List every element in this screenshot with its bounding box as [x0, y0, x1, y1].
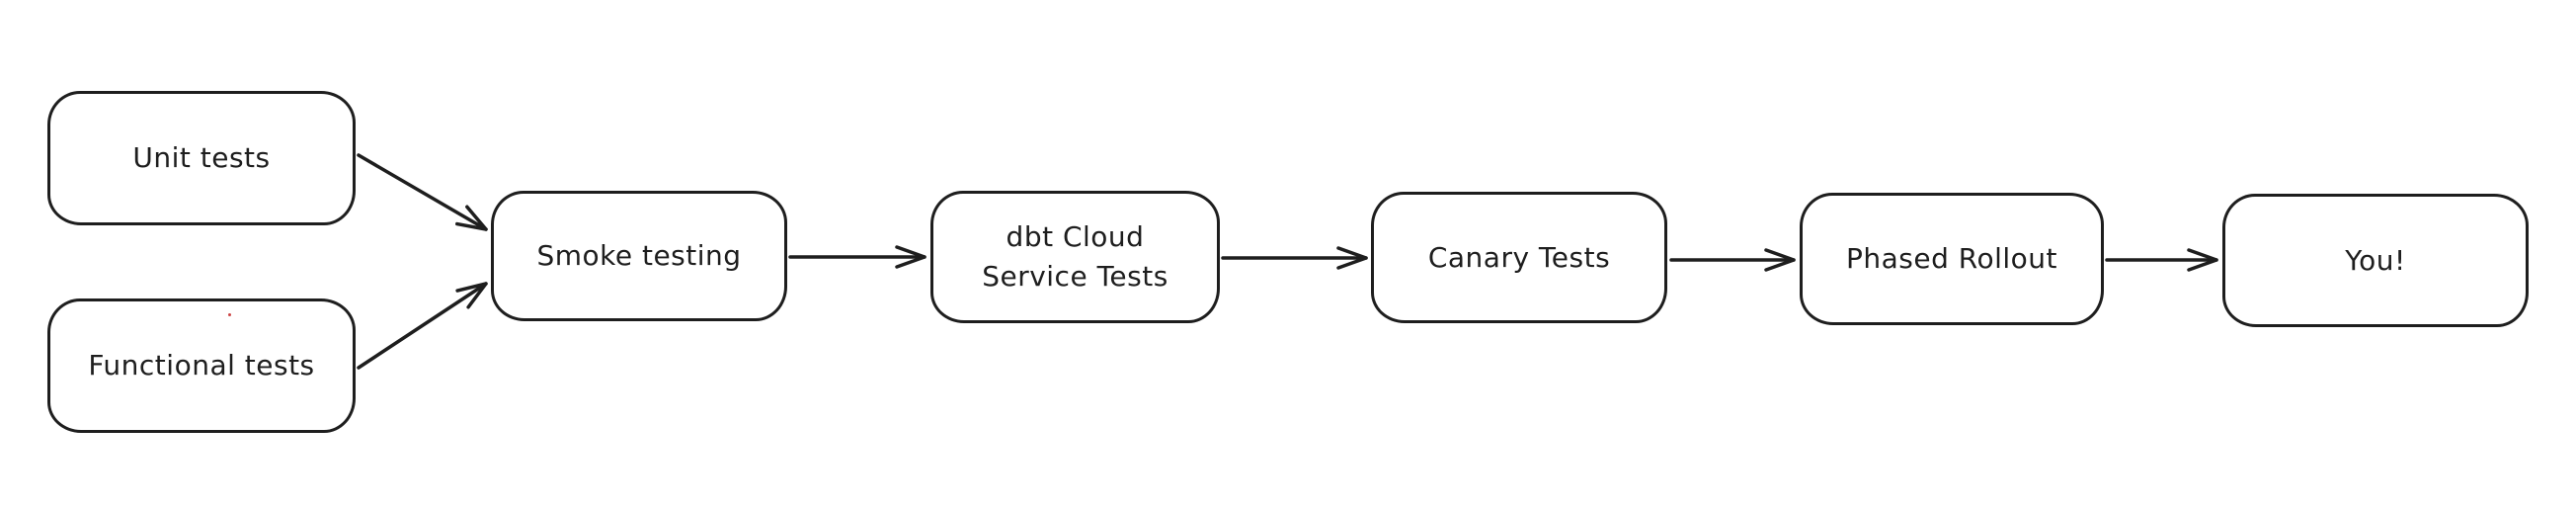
node-phased-rollout-label: Phased Rollout [1845, 242, 2058, 275]
node-functional-tests[interactable]: Functional tests [47, 298, 356, 433]
node-unit-tests-label: Unit tests [132, 141, 271, 174]
node-functional-tests-label: Functional tests [88, 349, 315, 382]
node-you[interactable]: You! [2222, 194, 2529, 327]
node-canary-tests[interactable]: Canary Tests [1371, 192, 1667, 323]
node-you-label: You! [2345, 243, 2406, 277]
node-smoke-testing[interactable]: Smoke testing [491, 191, 787, 321]
node-dbt-cloud-service-tests-label-line2: Service Tests [982, 260, 1168, 293]
node-smoke-testing-label: Smoke testing [536, 239, 742, 272]
node-unit-tests[interactable]: Unit tests [47, 91, 356, 225]
node-canary-tests-label: Canary Tests [1427, 240, 1611, 274]
edge-unit-tests-to-smoke-testing[interactable] [357, 153, 488, 231]
edge-functional-tests-to-smoke-testing[interactable] [357, 282, 488, 370]
red-speck [228, 313, 231, 316]
node-dbt-cloud-service-tests[interactable]: dbt Cloud Service Tests [930, 191, 1220, 323]
node-phased-rollout[interactable]: Phased Rollout [1800, 193, 2104, 325]
node-dbt-cloud-service-tests-label-line1: dbt Cloud [1006, 220, 1145, 253]
